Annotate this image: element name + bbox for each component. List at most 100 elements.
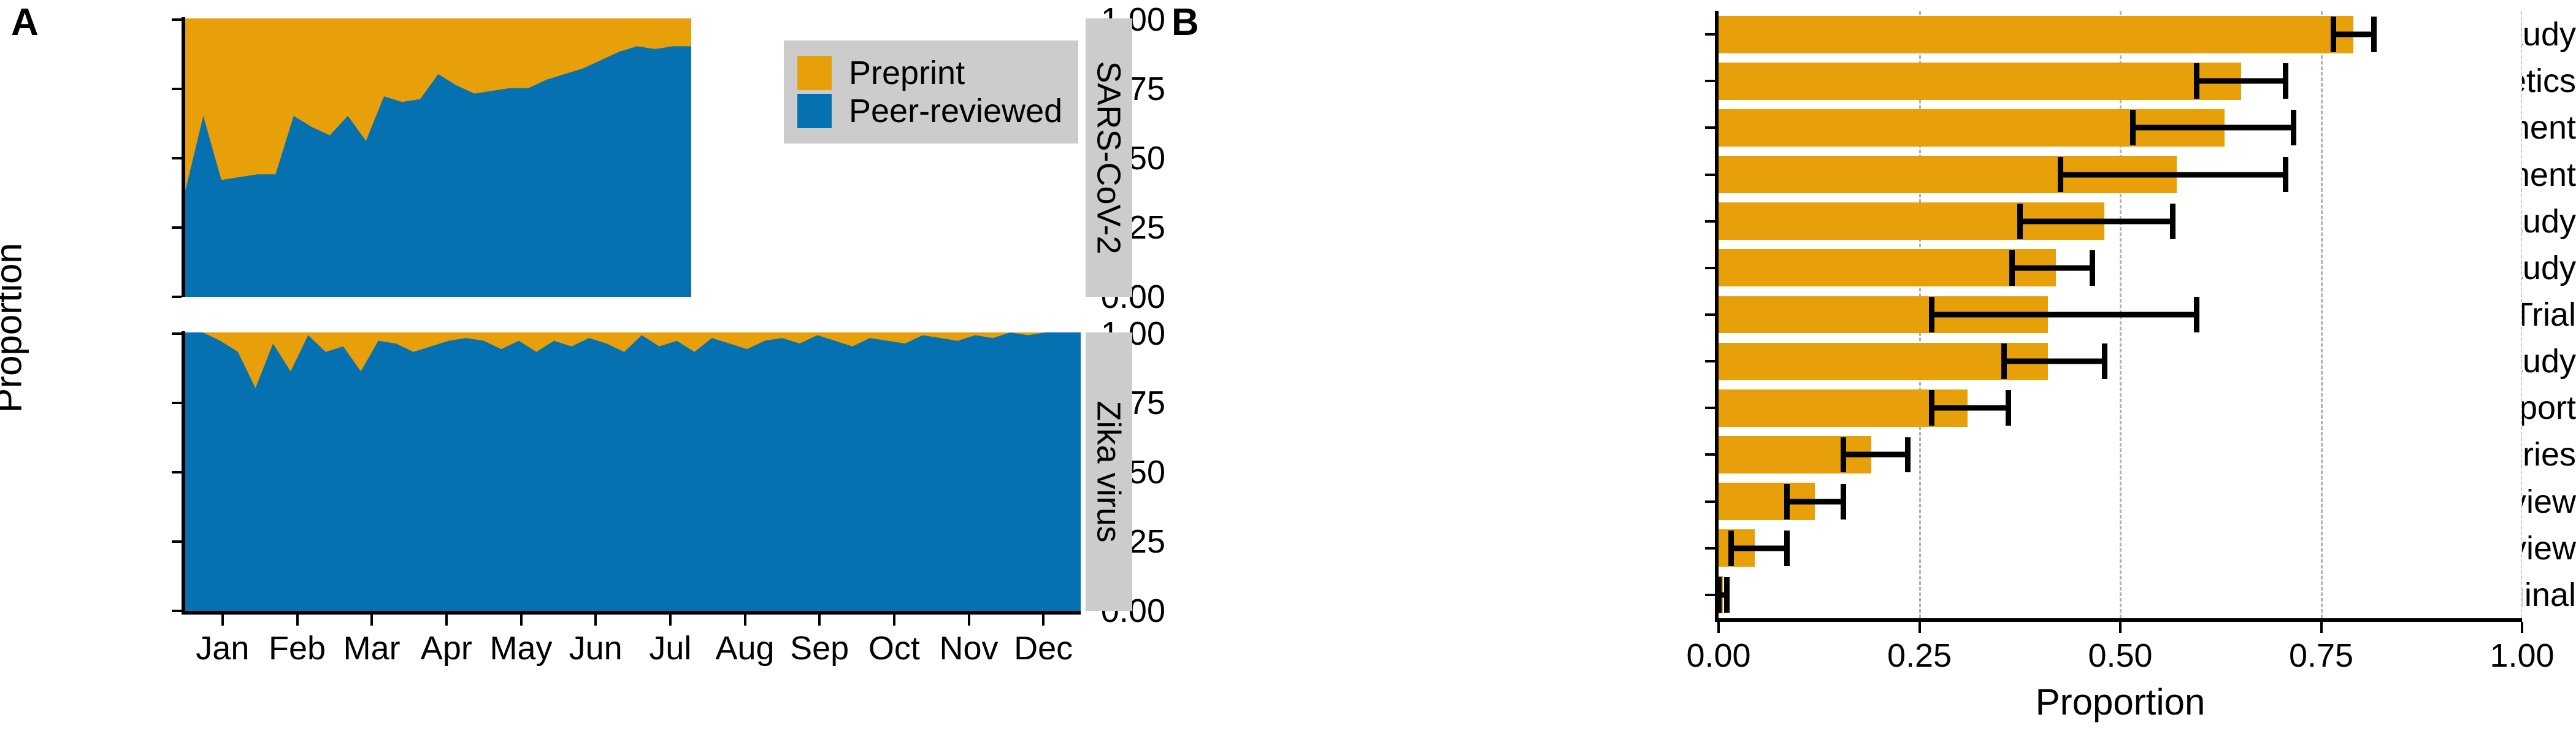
panel-a-ytick-mark-zika-1 — [172, 402, 182, 404]
panel-a-y-axis-line-sars — [182, 17, 185, 297]
panel-a-xtick-label-aug: Aug — [715, 630, 775, 667]
panel-b-error-bar-line — [2012, 265, 2093, 271]
legend-item-peer-reviewed[interactable]: Peer-reviewed — [797, 92, 1062, 130]
panel-b-category-tick — [1705, 500, 1715, 503]
panel-b-error-bar-cap-high — [2090, 250, 2096, 286]
panel-b-x-axis-line — [1715, 618, 2522, 622]
panel-b-category-tick — [1705, 33, 1715, 36]
panel-b-bar[interactable] — [1719, 342, 2049, 380]
panel-b-error-bar-line — [2196, 78, 2285, 84]
panel-a-xtick-label-sep: Sep — [790, 630, 849, 667]
panel-a-xtick-mark-may — [519, 615, 523, 626]
panel-b-error-bar-cap-high — [2282, 156, 2288, 193]
facet-strip-zika-virus: Zika virus — [1086, 332, 1132, 611]
panel-b-error-bar-line — [1787, 499, 1844, 505]
panel-b-error-bar-cap-low — [2129, 110, 2136, 146]
panel-b-y-axis-line — [1715, 11, 1719, 618]
panel-a-ytick-mark-sars-4 — [172, 296, 182, 298]
panel-b-category-tick — [1705, 80, 1715, 83]
panel-b-letter: B — [1171, 1, 1199, 44]
panel-b-error-bar-cap-high — [2282, 63, 2288, 99]
panel-a: A Proportion 1.00 0.75 0.50 0.25 0.00 SA… — [0, 0, 1165, 736]
panel-b-bar[interactable] — [1719, 249, 2057, 287]
panel-b-error-bar-cap-low — [2009, 250, 2015, 286]
panel-a-xtick-label-jul: Jul — [649, 630, 692, 667]
panel-b-error-bar-cap-high — [2005, 390, 2011, 426]
panel-b-category-label: Trial — [2513, 296, 2576, 333]
panel-b-bar[interactable] — [1719, 15, 2353, 53]
panel-b-xtick-label-0.25: 0.25 — [1887, 637, 1952, 674]
panel-b-error-bar-line — [2132, 125, 2293, 131]
panel-b-category-tick — [1705, 360, 1715, 363]
panel-b-bar[interactable] — [1719, 389, 1968, 427]
panel-a-xtick-label-jun: Jun — [569, 630, 623, 667]
panel-b-error-bar-line — [2020, 218, 2173, 224]
panel-b-error-bar-cap-low — [2017, 203, 2023, 239]
panel-b-category-tick — [1705, 546, 1715, 550]
panel-b-xtick-label-1.00: 1.00 — [2490, 637, 2555, 674]
panel-a-xtick-label-mar: Mar — [343, 630, 401, 667]
panel-b-plot — [1719, 11, 2522, 618]
facet-strip-sars-cov-2: SARS-CoV-2 — [1086, 18, 1132, 297]
panel-b-category-tick — [1705, 453, 1715, 456]
panel-b-category-tick — [1705, 126, 1715, 129]
panel-b-error-bar-cap-high — [2290, 110, 2296, 146]
panel-b-error-bar-cap-high — [2101, 343, 2107, 380]
panel-b-xtick-label-0.75: 0.75 — [2288, 637, 2354, 674]
panel-a-y-axis-title: Proportion — [0, 243, 29, 413]
panel-b-bar[interactable] — [1719, 62, 2241, 100]
panel-b-error-bar-cap-high — [2170, 203, 2176, 239]
panel-b-error-bar-cap-low — [1728, 530, 1734, 566]
panel-b-error-bar-cap-low — [2057, 156, 2063, 193]
panel-b-error-bar-line — [1931, 405, 2008, 411]
panel-a-ytick-mark-zika-0 — [172, 332, 182, 335]
panel-a-area-sars-svg — [185, 18, 691, 297]
panel-b-xtick-mark-0.00 — [1717, 622, 1720, 633]
panel-a-ytick-mark-zika-2 — [172, 471, 182, 473]
panel-b-error-bar-cap-low — [2331, 17, 2337, 52]
panel-b-error-bar-cap-high — [1841, 483, 1847, 519]
panel-b-error-bar-cap-low — [1929, 297, 1935, 332]
panel-b-error-bar-cap-high — [1904, 437, 1911, 473]
panel-a-ytick-mark-sars-0 — [172, 18, 182, 21]
legend-swatch-peer-reviewed — [797, 94, 832, 128]
panel-a-plot-sars-cov-2 — [185, 18, 691, 297]
panel-b-xtick-mark-1.00 — [2521, 622, 2523, 633]
legend-item-preprint[interactable]: Preprint — [797, 54, 1062, 92]
panel-a-xtick-mark-oct — [892, 615, 895, 626]
panel-b-error-bar-line — [1730, 545, 1787, 551]
panel-a-ytick-label-sars-4: 0.00 — [1100, 278, 1165, 315]
panel-a-ytick-label-sars-3: 0.25 — [1100, 209, 1165, 246]
panel-b-error-bar-cap-low — [2194, 63, 2200, 99]
panel-a-xtick-label-apr: Apr — [420, 630, 472, 667]
panel-b-gridline-0.75 — [2320, 11, 2325, 618]
panel-b-error-bar-line — [1719, 592, 1727, 598]
panel-b-error-bar-cap-low — [1784, 483, 1790, 519]
panel-a-xtick-label-dec: Dec — [1014, 630, 1073, 667]
panel-b-error-bar-line — [1843, 451, 1907, 458]
panel-a-xtick-mark-feb — [296, 615, 299, 626]
panel-a-xtick-mark-jan — [221, 615, 224, 626]
panel-a-xtick-label-nov: Nov — [939, 630, 999, 667]
panel-b-error-bar-cap-low — [1719, 577, 1722, 613]
panel-b-error-bar-cap-low — [1929, 390, 1935, 426]
panel-b-gridline-1.00 — [2521, 11, 2522, 618]
panel-a-ytick-label-sars-0: 1.00 — [1100, 1, 1165, 38]
panel-a-xtick-label-jan: Jan — [196, 630, 250, 667]
panel-b-x-axis-title: Proportion — [2035, 681, 2206, 723]
panel-a-ytick-mark-zika-4 — [172, 610, 182, 612]
panel-a-xtick-label-oct: Oct — [868, 630, 920, 667]
panel-a-xtick-label-feb: Feb — [268, 630, 326, 667]
panel-b-category-tick — [1705, 220, 1715, 223]
panel-b-category-tick — [1705, 593, 1715, 596]
panel-a-ytick-label-sars-2: 0.50 — [1100, 140, 1165, 177]
panel-b-error-bar-line — [2333, 31, 2374, 37]
panel-b-error-bar-cap-high — [2371, 17, 2377, 52]
panel-a-plot-zika-virus — [185, 332, 1081, 611]
panel-b-error-bar-line — [1931, 312, 2197, 318]
panel-a-xtick-mark-mar — [370, 615, 374, 626]
panel-b-xtick-mark-0.50 — [2119, 622, 2122, 633]
panel-a-ytick-mark-sars-1 — [172, 88, 182, 90]
panel-b-category-tick — [1705, 266, 1715, 269]
